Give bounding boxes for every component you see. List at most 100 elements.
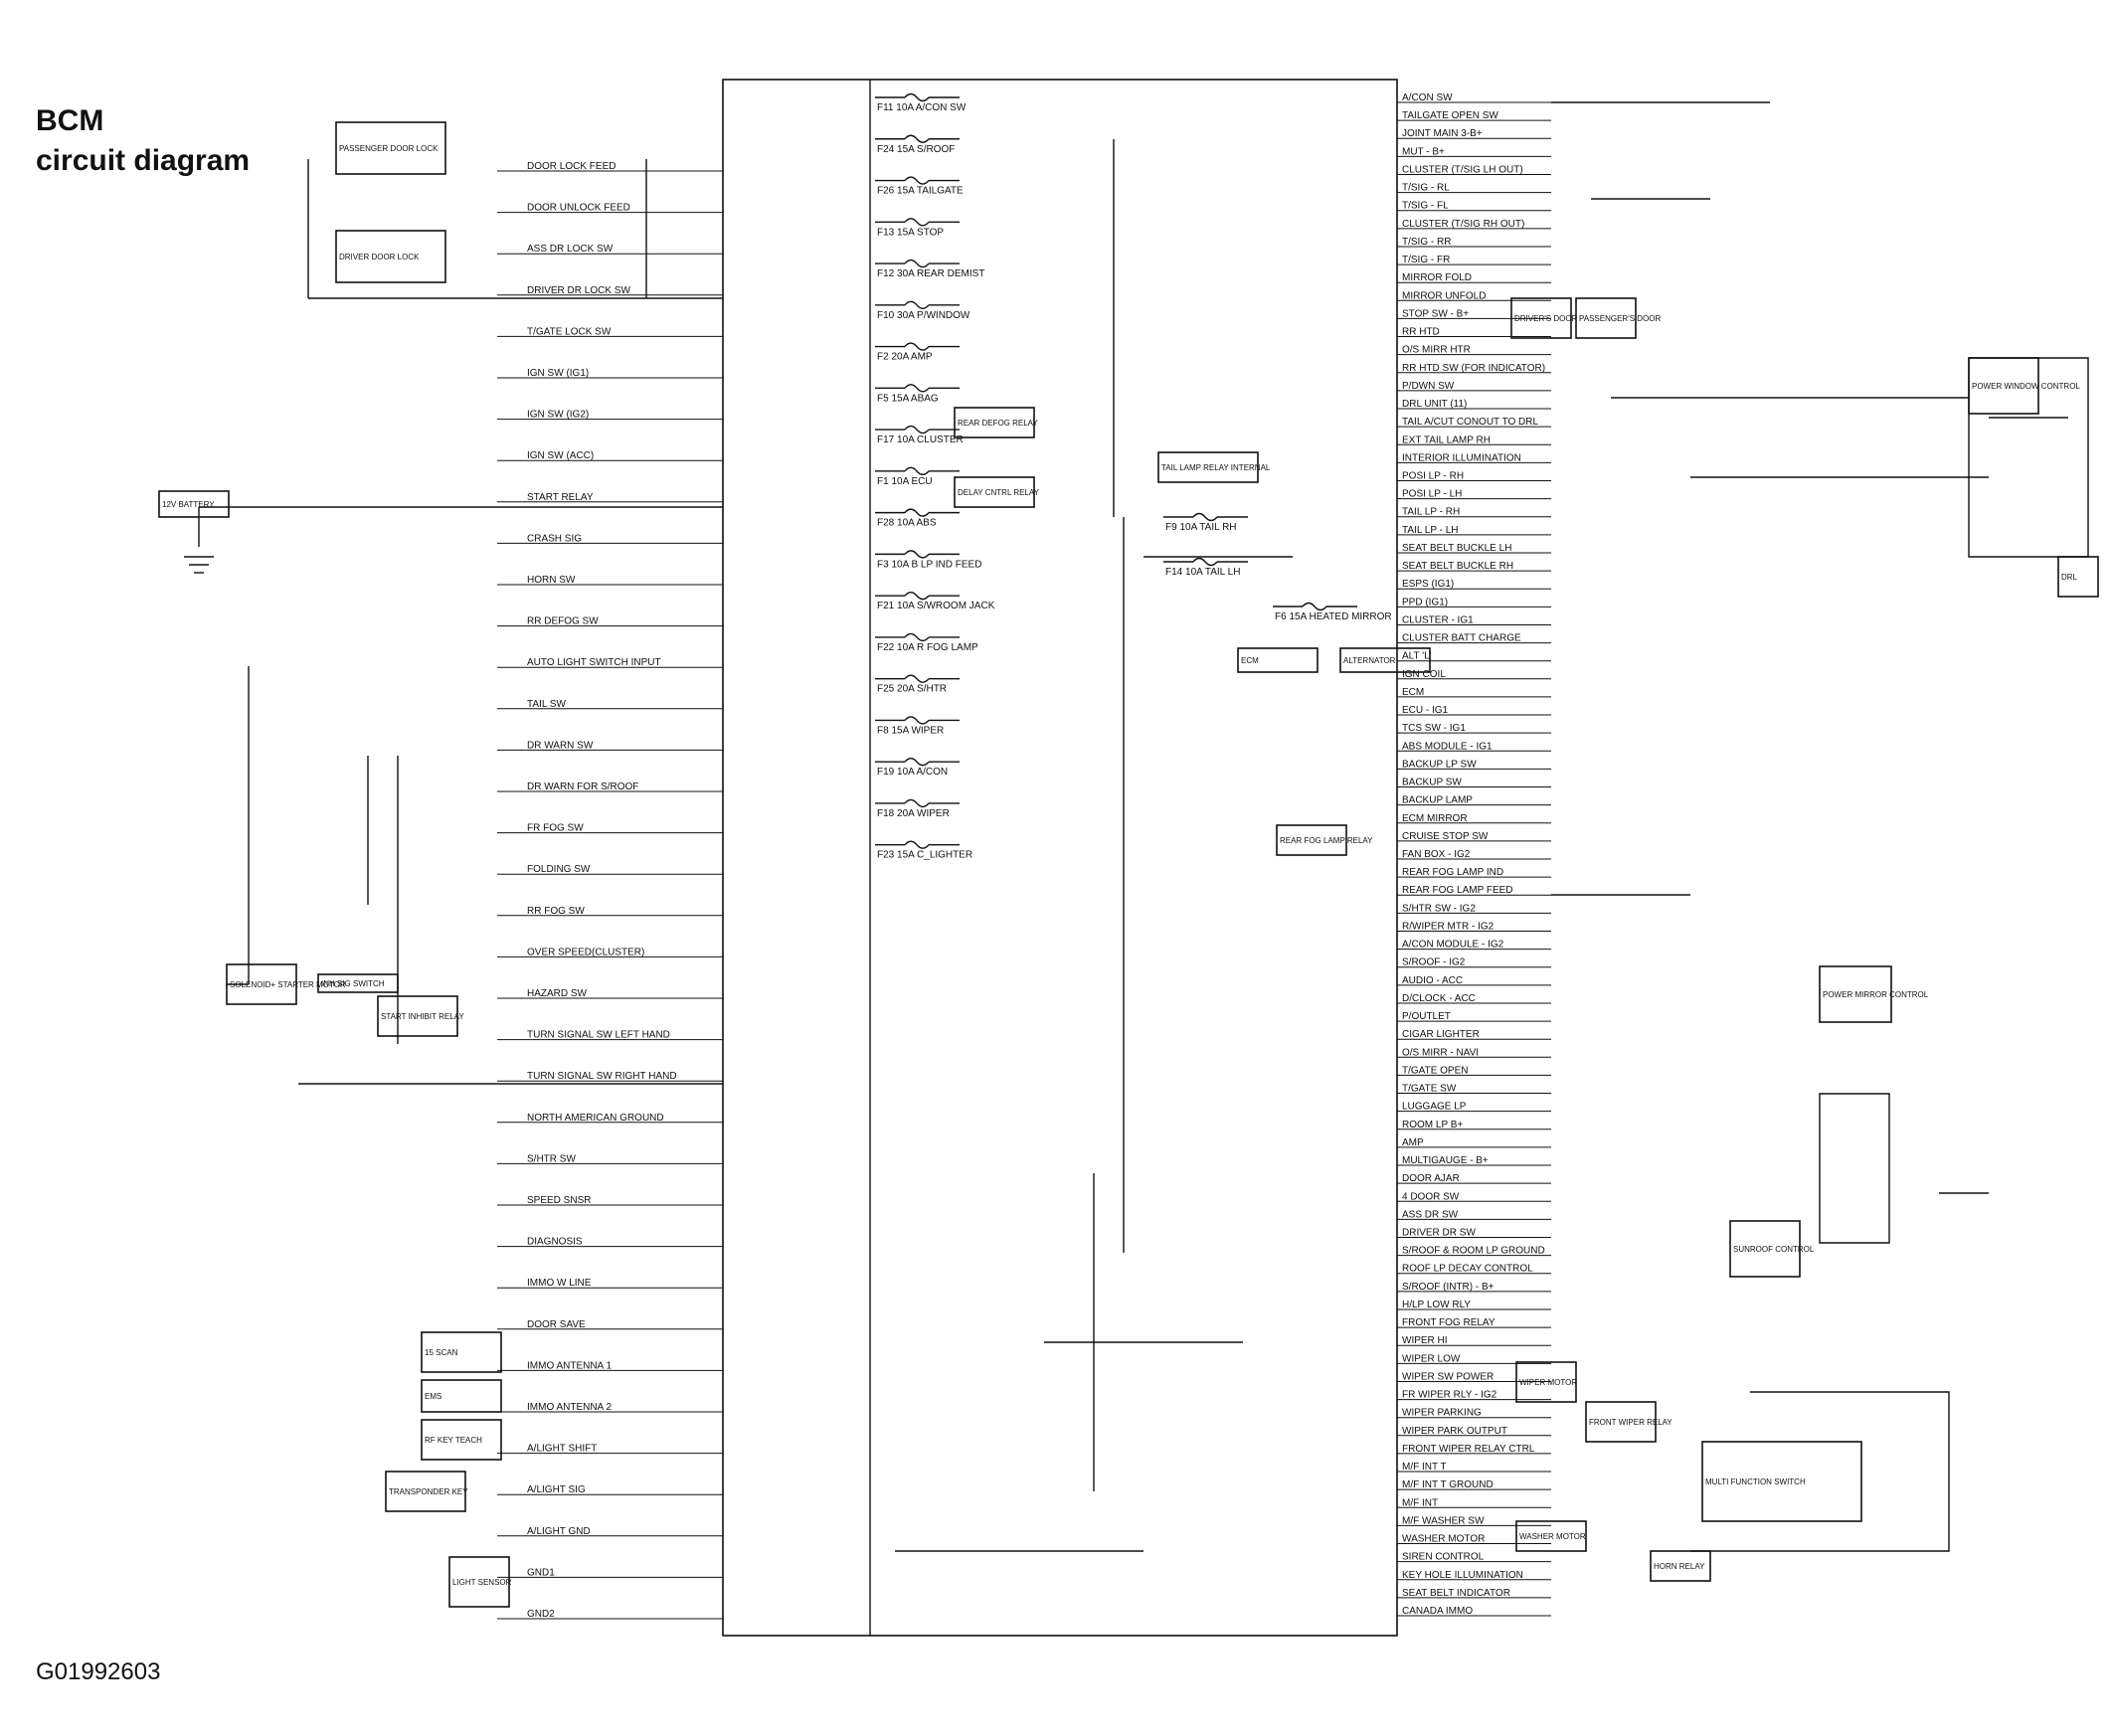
module-box [954,407,1035,438]
module-label: PASSENGER'S DOOR [1579,314,1662,323]
left-signal-label: TAIL SW [527,699,566,710]
right-signal-label: AUDIO - ACC [1402,975,1463,986]
fuse-symbol [904,798,930,808]
right-signal-label: WIPER PARKING [1402,1408,1482,1419]
fuse-label: F11 10A A/CON SW [877,102,967,113]
right-signal-label: ECU - IG1 [1402,705,1449,716]
fuse-symbol [904,716,930,725]
right-signal-label: ECM MIRROR [1402,813,1468,824]
fuse-symbol [904,632,930,642]
right-signal-label: O/S MIRR HTR [1402,345,1471,356]
module-box [421,1419,502,1461]
right-signal-label: T/GATE OPEN [1402,1065,1469,1076]
right-signal-label: BACKUP SW [1402,778,1462,788]
fuse-label: F23 15A C_LIGHTER [877,850,972,861]
fuse-symbol [904,92,930,102]
right-signal-label: ROOF LP DECAY CONTROL [1402,1264,1533,1275]
fuse-label: F6 15A HEATED MIRROR [1275,611,1392,622]
right-signal-label: P/OUTLET [1402,1011,1451,1022]
fuse-label: F19 10A A/CON [877,767,948,778]
right-signal-label: SEAT BELT INDICATOR [1402,1588,1510,1599]
diagram-title: BCM circuit diagram [36,101,250,181]
right-signal-label: FAN BOX - IG2 [1402,849,1471,860]
module-label: LIGHT SENSOR [452,1578,512,1587]
left-signal-label: S/HTR SW [527,1153,576,1164]
fuse-label: F3 10A B LP IND FEED [877,559,981,570]
right-signal-label: SEAT BELT BUCKLE LH [1402,543,1511,554]
module-box [421,1331,502,1373]
right-signal-label: FRONT FOG RELAY [1402,1317,1496,1328]
module-label: RF KEY TEACH [425,1436,482,1445]
fuse-symbol [1192,557,1218,567]
left-signal-label: IMMO ANTENNA 2 [527,1402,612,1413]
fuse-label: F10 30A P/WINDOW [877,310,970,321]
right-signal-label: ASS DR SW [1402,1209,1459,1220]
left-signal-label: DOOR LOCK FEED [527,161,616,172]
fuse-symbol [904,384,930,393]
right-signal-label: EXT TAIL LAMP RH [1402,434,1491,445]
left-signal-label: DIAGNOSIS [527,1237,583,1248]
right-signal-label: T/GATE SW [1402,1084,1457,1095]
fuse-label: F8 15A WIPER [877,725,944,736]
fuse-label: F25 20A S/HTR [877,684,947,695]
right-signal-label: BACKUP LP SW [1402,759,1477,770]
right-signal-label: DRIVER DR SW [1402,1228,1476,1239]
left-signal-label: SPEED SNSR [527,1195,591,1206]
left-signal-label: START RELAY [527,492,594,503]
left-signal-label: AUTO LIGHT SWITCH INPUT [527,657,661,668]
left-signal-label: DOOR UNLOCK FEED [527,203,630,214]
fuse-symbol [904,591,930,601]
right-signal-label: STOP SW - B+ [1402,308,1469,319]
fuse-label: F26 15A TAILGATE [877,186,964,197]
left-signal-label: RR FOG SW [527,906,585,917]
left-signal-label: FOLDING SW [527,864,591,875]
module-box [421,1379,502,1413]
right-signal-label: 4 DOOR SW [1402,1191,1460,1202]
fuse-label: F2 20A AMP [877,352,933,363]
module-box [335,230,446,283]
module-label: ALTERNATOR [1343,656,1396,665]
fuse-label: F9 10A TAIL RH [1165,522,1237,533]
module-label: WIPER MOTOR [1519,1378,1577,1387]
fuse-label: F14 10A TAIL LH [1165,567,1240,578]
left-signal-label: DOOR SAVE [527,1319,586,1330]
right-signal-label: DRL UNIT (11) [1402,399,1467,410]
module-label: DRIVER DOOR LOCK [339,253,420,261]
module-box [1515,1520,1587,1552]
left-signal-label: IGN SW (IG2) [527,410,589,421]
right-signal-label: JOINT MAIN 3-B+ [1402,128,1483,139]
left-signal-label: HAZARD SW [527,988,588,999]
left-signal-label: FR FOG SW [527,823,584,834]
right-signal-label: WIPER HI [1402,1335,1448,1346]
module-box [1650,1550,1711,1582]
right-signal-label: S/ROOF - IG2 [1402,957,1466,968]
right-signal-label: POSI LP - RH [1402,471,1464,482]
module-box [1339,647,1431,673]
right-signal-label: O/S MIRR - NAVI [1402,1047,1479,1058]
module-box [226,963,297,1005]
module-label: HORN RELAY [1654,1562,1705,1571]
module-box [317,973,399,993]
right-signal-label: CLUSTER (T/SIG RH OUT) [1402,219,1524,230]
left-signal-label: DR WARN FOR S/ROOF [527,781,638,792]
right-signal-label: A/CON MODULE - IG2 [1402,940,1504,951]
module-label: POWER WINDOW CONTROL [1972,382,2080,391]
right-signal-label: IGN COIL [1402,669,1446,680]
right-signal-label: MIRROR FOLD [1402,272,1472,283]
left-signal-label: NORTH AMERICAN GROUND [527,1113,664,1124]
fuse-label: F13 15A STOP [877,227,944,238]
right-signal-label: ROOM LP B+ [1402,1120,1463,1130]
right-signal-label: SEAT BELT BUCKLE RH [1402,561,1513,572]
fuse-symbol [904,840,930,849]
right-signal-label: ABS MODULE - IG1 [1402,741,1493,752]
right-signal-label: CIGAR LIGHTER [1402,1029,1480,1040]
fuse-symbol [904,342,930,351]
left-signal-label: GND2 [527,1609,555,1620]
module-label: FRONT WIPER RELAY [1589,1418,1672,1427]
module-box [1515,1361,1577,1403]
right-signal-label: KEY HOLE ILLUMINATION [1402,1570,1523,1581]
fuse-label: F1 10A ECU [877,476,933,487]
